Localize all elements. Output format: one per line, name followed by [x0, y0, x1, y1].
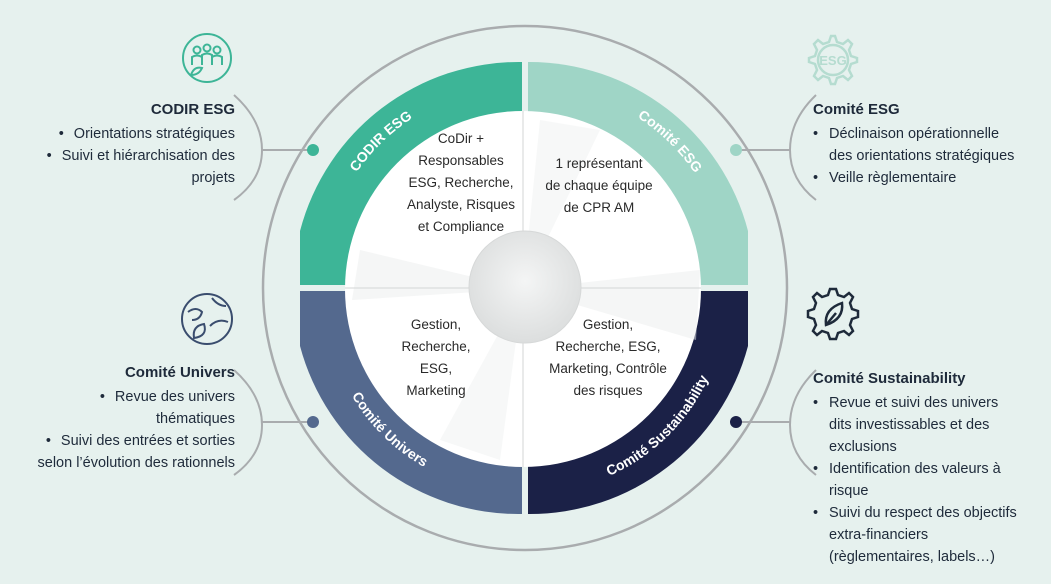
center-hub: [468, 230, 582, 344]
connector-dot-esg: [730, 144, 742, 156]
panel-list-esg: Déclinaison opérationnelle des orientati…: [813, 123, 1049, 189]
list-item: extra-financiers: [829, 527, 929, 543]
inner-line: Recherche, ESG,: [555, 339, 661, 354]
panel-list-sustainability: Revue et suivi des univers dits investis…: [813, 392, 1049, 568]
connector-dot-codir: [307, 144, 319, 156]
inner-line: Recherche,: [401, 339, 471, 354]
inner-line: et Compliance: [417, 219, 505, 234]
panel-sustainability: Comité Sustainability Revue et suivi des…: [813, 368, 1049, 568]
inner-line: Responsables: [418, 153, 504, 168]
list-item: Suivi des entrées et sorties: [0, 430, 235, 452]
panel-esg: Comité ESG Déclinaison opérationnelle de…: [813, 99, 1049, 189]
inner-line: Gestion,: [582, 317, 634, 332]
list-item: Veille règlementaire: [813, 167, 1049, 189]
list-item: Identification des valeurs à: [813, 458, 1049, 480]
list-item: Orientations stratégiques: [3, 123, 235, 145]
gear-leaf-icon: [806, 287, 860, 341]
list-item: Suivi et hiérarchisation des: [3, 145, 235, 167]
list-item: Suivi du respect des objectifs: [813, 502, 1049, 524]
inner-text-esg: 1 représentant de chaque équipe de CPR A…: [524, 153, 674, 219]
connector-dot-sustainability: [730, 416, 742, 428]
inner-line: CoDir +: [437, 131, 485, 146]
list-item: Revue des univers: [0, 386, 235, 408]
svg-text:ESG: ESG: [819, 53, 846, 68]
list-item: des orientations stratégiques: [829, 148, 1015, 164]
inner-line: de CPR AM: [563, 200, 635, 215]
list-item: thématiques: [156, 411, 235, 427]
list-item: Déclinaison opérationnelle: [813, 123, 1049, 145]
list-item: Revue et suivi des univers: [813, 392, 1049, 414]
list-item: (règlementaires, labels…): [829, 549, 996, 565]
list-item: selon l’évolution des rationnels: [37, 455, 236, 471]
inner-line: ESG,: [419, 361, 453, 376]
inner-line: Marketing, Contrôle: [549, 361, 667, 376]
inner-text-sustainability: Gestion, Recherche, ESG, Marketing, Cont…: [528, 314, 688, 402]
inner-line: des risques: [573, 383, 643, 398]
panel-title-sustainability: Comité Sustainability: [813, 370, 966, 387]
panel-list-univers: Revue des univers thématiques Suivi des …: [0, 386, 236, 474]
list-item: risque: [829, 483, 869, 499]
panel-univers: Comité Univers Revue des univers thémati…: [0, 362, 236, 474]
panel-list-codir: Orientations stratégiques Suivi et hiéra…: [3, 123, 235, 189]
inner-line: Gestion,: [410, 317, 462, 332]
esg-gear-icon: ESG: [807, 34, 859, 86]
globe-leaf-icon: [181, 293, 233, 345]
inner-text-codir: CoDir + Responsables ESG, Recherche, Ana…: [386, 128, 536, 238]
panel-title-esg: Comité ESG: [813, 101, 900, 118]
inner-line: 1 représentant: [555, 156, 643, 171]
inner-line: Analyste, Risques: [406, 197, 516, 212]
panel-codir: CODIR ESG Orientations stratégiques Suiv…: [3, 99, 235, 189]
list-item: projets: [191, 170, 235, 186]
connector-dot-univers: [307, 416, 319, 428]
panel-title-codir: CODIR ESG: [150, 101, 235, 118]
inner-line: de chaque équipe: [545, 178, 653, 193]
inner-text-univers: Gestion, Recherche, ESG, Marketing: [366, 314, 506, 402]
panel-title-univers: Comité Univers: [124, 364, 235, 381]
connectors: [233, 94, 817, 476]
inner-line: ESG, Recherche,: [408, 175, 514, 190]
people-leaf-icon: [182, 33, 232, 83]
list-item: dits investissables et des: [829, 417, 990, 433]
outer-ring: [261, 24, 789, 552]
list-item: exclusions: [829, 439, 897, 455]
inner-line: Marketing: [406, 383, 466, 398]
